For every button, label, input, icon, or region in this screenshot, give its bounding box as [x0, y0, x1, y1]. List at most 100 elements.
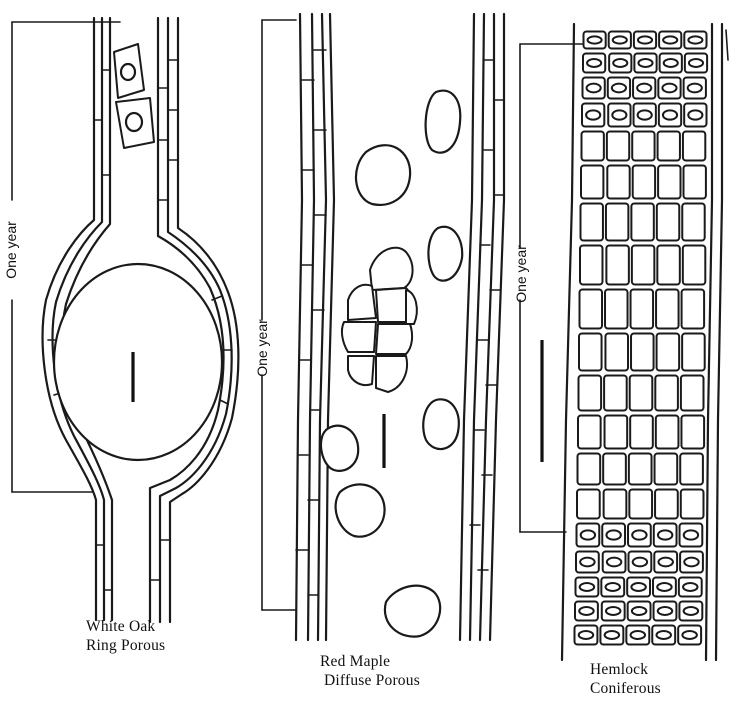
- tracheid-cell: [605, 290, 628, 329]
- white-oak-year-label: One year: [3, 221, 19, 279]
- tracheid-lumen: [658, 558, 672, 567]
- tracheid-cell: [631, 290, 654, 329]
- tracheid-lumen: [613, 36, 627, 43]
- tracheid-lumen: [638, 36, 652, 43]
- tracheid-cell: [578, 454, 601, 485]
- tracheid-lumen: [638, 59, 652, 67]
- tracheid-lumen: [612, 110, 626, 119]
- tracheid-cell: [580, 290, 603, 329]
- red-maple-pore-cluster: [342, 248, 417, 392]
- tracheid-lumen: [684, 558, 698, 567]
- hemlock-tracheid-grid: [575, 32, 708, 645]
- tracheid-cell: [607, 166, 629, 199]
- red-maple-right-wall: [460, 14, 504, 640]
- tracheid-cell: [632, 132, 654, 161]
- tracheid-cell: [655, 490, 678, 519]
- tracheid-lumen: [684, 607, 698, 615]
- panel-hemlock: One year: [513, 24, 728, 660]
- tracheid-cell: [629, 490, 652, 519]
- tracheid-cell: [631, 334, 654, 371]
- tracheid-lumen: [580, 558, 594, 567]
- tracheid-cell: [631, 204, 653, 241]
- tracheid-lumen: [689, 59, 703, 67]
- tracheid-lumen: [688, 84, 702, 93]
- white-oak-subtitle: Ring Porous: [86, 636, 165, 655]
- tracheid-cell: [657, 246, 679, 285]
- red-maple-caption: Red Maple Diffuse Porous: [320, 652, 420, 690]
- tracheid-cell: [681, 376, 704, 411]
- tracheid-lumen: [638, 110, 652, 119]
- tracheid-cell: [577, 490, 600, 519]
- white-oak-title: White Oak: [86, 617, 165, 636]
- tracheid-cell: [607, 132, 629, 161]
- tracheid-lumen: [581, 530, 595, 539]
- white-oak-large-vessel: [54, 264, 222, 460]
- tracheid-lumen: [580, 583, 594, 591]
- hemlock-title: Hemlock: [590, 660, 661, 679]
- tracheid-cell: [604, 490, 627, 519]
- tracheid-cell: [605, 334, 628, 371]
- white-oak-caption: White Oak Ring Porous: [86, 617, 165, 655]
- tracheid-lumen: [631, 583, 645, 591]
- tracheid-cell: [682, 334, 705, 371]
- tracheid-lumen: [682, 631, 697, 639]
- tracheid-lumen: [688, 110, 702, 119]
- tracheid-cell: [680, 454, 703, 485]
- red-maple-year-label: One year: [254, 319, 270, 377]
- tracheid-cell: [684, 166, 706, 199]
- tracheid-lumen: [606, 607, 620, 615]
- tracheid-lumen: [657, 583, 671, 591]
- tracheid-lumen: [637, 84, 651, 93]
- tracheid-cell: [606, 246, 628, 285]
- tracheid-lumen: [662, 84, 676, 93]
- tracheid-cell: [655, 376, 678, 411]
- tracheid-lumen: [587, 84, 601, 93]
- tracheid-lumen: [612, 84, 626, 93]
- hemlock-subtitle: Coniferous: [590, 679, 661, 698]
- tracheid-cell: [682, 290, 705, 329]
- red-maple-subtitle: Diffuse Porous: [320, 671, 420, 690]
- hemlock-year-bracket: One year: [513, 44, 582, 532]
- red-maple-title: Red Maple: [320, 652, 420, 671]
- white-oak-small-vessels: [114, 44, 154, 148]
- tracheid-lumen: [579, 631, 594, 639]
- tracheid-cell: [605, 416, 628, 449]
- tracheid-cell: [658, 132, 680, 161]
- tracheid-cell: [657, 204, 679, 241]
- tracheid-lumen: [631, 631, 646, 639]
- tracheid-cell: [656, 290, 679, 329]
- tracheid-lumen: [663, 110, 677, 119]
- tracheid-lumen: [632, 607, 646, 615]
- tracheid-lumen: [586, 110, 600, 119]
- tracheid-cell: [581, 204, 603, 241]
- tracheid-lumen: [656, 631, 671, 639]
- tracheid-cell: [579, 334, 602, 371]
- tracheid-lumen: [632, 530, 646, 539]
- tracheid-lumen: [658, 607, 672, 615]
- red-maple-left-wall: [296, 14, 334, 640]
- tracheid-cell: [655, 454, 678, 485]
- tracheid-cell: [606, 204, 628, 241]
- tracheid-lumen: [658, 530, 672, 539]
- tracheid-cell: [578, 416, 601, 449]
- tracheid-cell: [630, 416, 653, 449]
- red-maple-year-bracket: One year: [254, 20, 296, 610]
- tracheid-cell: [582, 132, 604, 161]
- tracheid-cell: [629, 454, 652, 485]
- tracheid-lumen: [613, 59, 627, 67]
- tracheid-lumen: [606, 583, 620, 591]
- tracheid-lumen: [663, 36, 677, 43]
- tracheid-cell: [630, 376, 653, 411]
- tracheid-lumen: [606, 530, 620, 539]
- tracheid-lumen: [688, 36, 702, 43]
- hemlock-caption: Hemlock Coniferous: [590, 660, 661, 698]
- tracheid-lumen: [607, 558, 621, 567]
- tracheid-cell: [603, 454, 626, 485]
- tracheid-cell: [658, 166, 680, 199]
- tracheid-lumen: [605, 631, 620, 639]
- tracheid-lumen: [664, 59, 678, 67]
- tracheid-cell: [633, 166, 655, 199]
- panel-white-oak: One year: [3, 18, 238, 622]
- tracheid-cell: [581, 166, 603, 199]
- tracheid-cell: [681, 416, 704, 449]
